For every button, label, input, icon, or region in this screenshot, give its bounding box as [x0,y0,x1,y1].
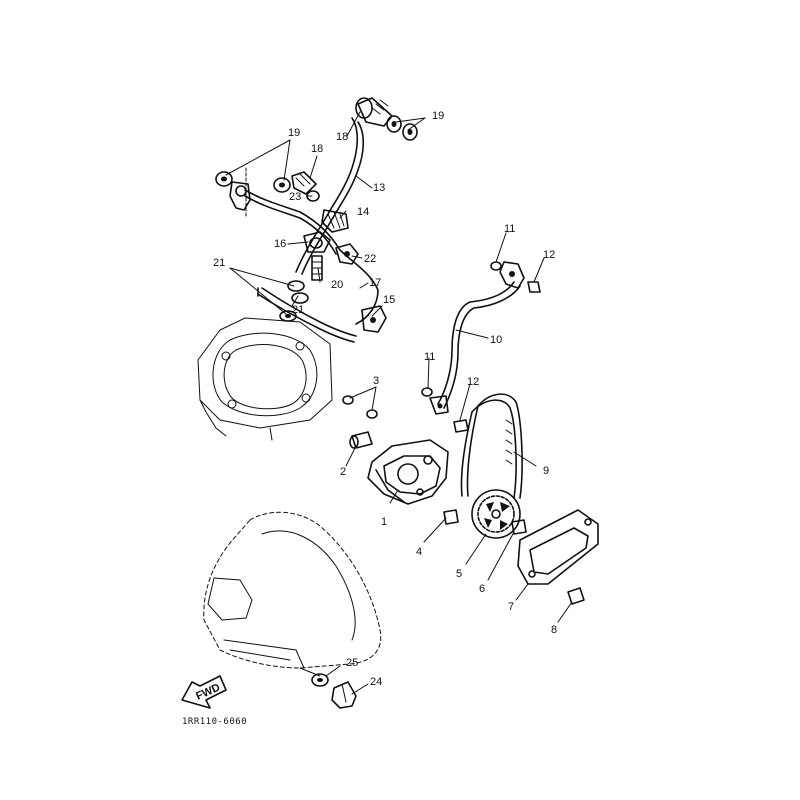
washers-21 [279,280,309,322]
washers-19-left [215,171,291,193]
callout-12-top: 12 [543,249,555,261]
dowel-pin-2 [349,431,373,449]
callout-23: 23 [289,191,301,203]
bolt-20 [311,255,323,281]
callout-24: 24 [370,676,382,688]
cylinder-outline [197,317,333,441]
front-direction-marker: FWD [181,675,227,709]
oil-pump-1 [367,439,449,505]
callout-9: 9 [543,465,549,477]
callout-17: 17 [369,277,381,289]
bolt-6 [511,519,527,535]
callout-20: 20 [331,279,343,291]
callout-2: 2 [340,466,346,478]
drain-bolt-24 [331,681,357,709]
fitting-22 [335,243,359,265]
callout-11-top: 11 [504,223,515,235]
callout-13: 13 [373,182,385,194]
callout-3: 3 [373,375,379,387]
callout-22: 22 [364,253,376,265]
catalog-code: 1RR110-6060 [182,717,247,727]
bolt-12-top [527,281,541,293]
callout-16: 16 [274,238,286,250]
fitting-15 [361,305,387,333]
leader-lines [225,111,573,695]
pipe-fitting-top-right [499,261,525,289]
callout-21-right: 21 [292,304,304,316]
bolt-8 [567,587,585,605]
callout-5: 5 [456,568,462,580]
callout-labels: 1 2 3 4 5 6 7 8 9 10 11 11 12 12 13 14 1… [213,110,557,688]
callout-15: 15 [383,294,395,306]
washer-25 [311,673,329,687]
cover-7 [517,509,599,585]
callout-6: 6 [479,583,485,595]
pipe-joint-16 [303,231,331,253]
callout-7: 7 [508,601,514,613]
washers-19-top [386,115,418,141]
callout-25: 25 [346,657,358,669]
o-rings-3 [342,395,378,419]
callout-10: 10 [490,334,502,346]
bolt-12-bottom [453,419,469,433]
callout-21-left: 21 [213,257,225,269]
callout-18-mid: 18 [311,143,323,155]
callout-11-bottom: 11 [424,351,435,363]
callout-14: 14 [357,206,369,218]
bolt-4 [443,509,459,525]
o-ring-11-top [490,261,502,271]
callout-19-top: 19 [432,110,444,122]
pipe-fitting-lower [429,395,449,415]
o-ring-11-bottom [421,387,433,397]
crankcase-outline [203,511,382,677]
callout-19-left: 19 [288,127,300,139]
callout-18-top: 18 [336,131,348,143]
union-bolt-18-mid [291,171,317,195]
callout-8: 8 [551,624,557,636]
banjo-fitting-left [229,167,251,219]
callout-4: 4 [416,546,422,558]
fitting-14 [321,209,349,233]
oil-pipe-10 [437,281,521,409]
callout-1: 1 [381,516,387,528]
drive-chain-9 [460,393,523,499]
sprocket-5 [471,489,521,539]
oil-pipe-13 [295,117,365,275]
callout-12-bottom: 12 [467,376,479,388]
